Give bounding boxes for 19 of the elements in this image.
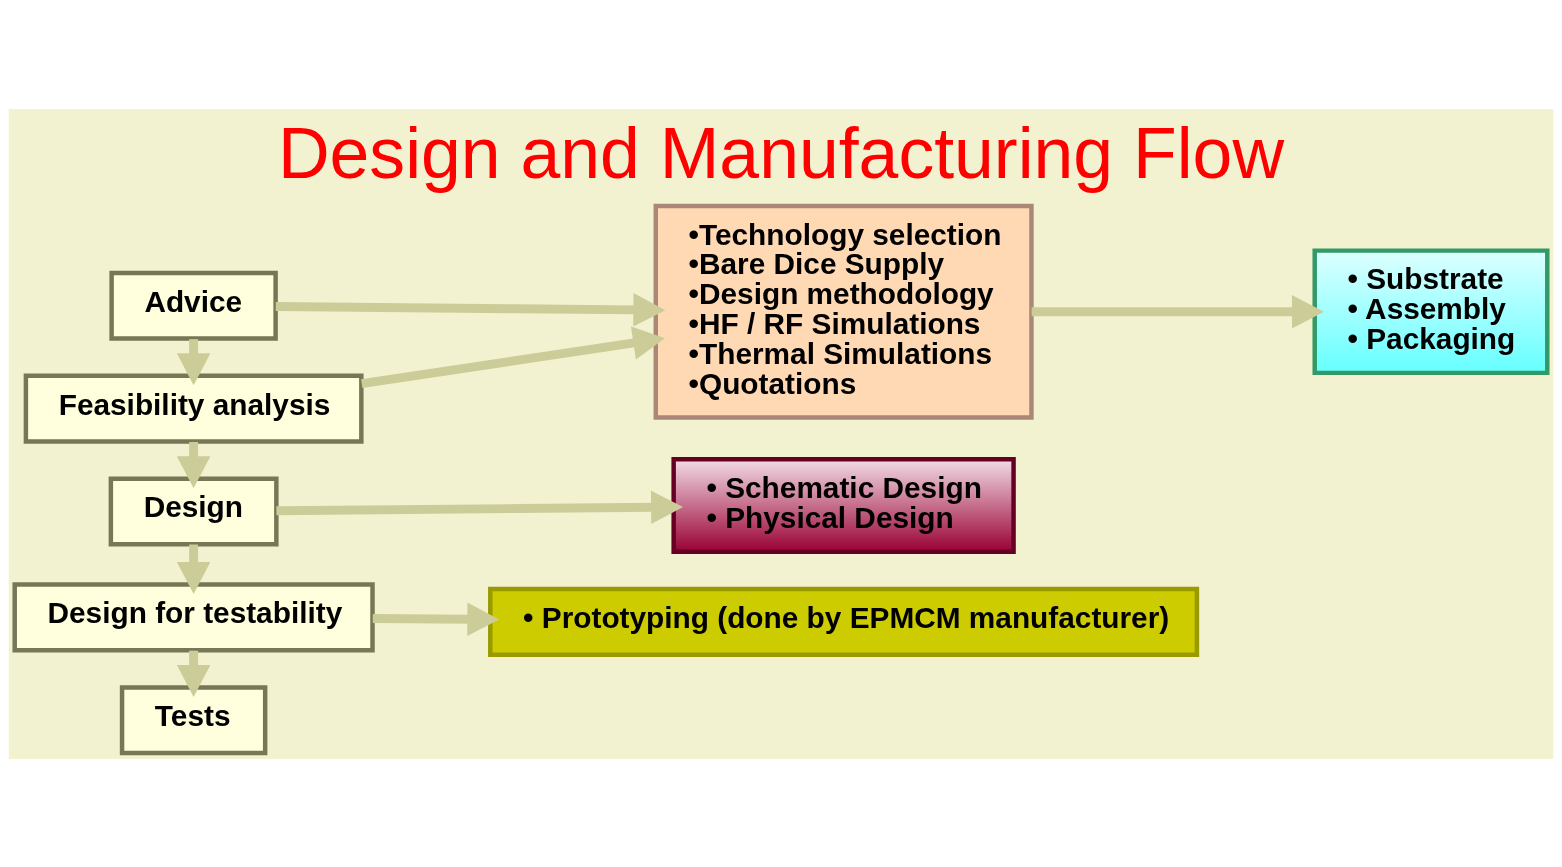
arrow [176, 441, 211, 488]
node-box: Design for testability [12, 581, 375, 652]
arrow [276, 490, 684, 524]
node-box: Feasibility analysis [23, 373, 364, 444]
arrow [176, 338, 211, 385]
node-box: • Schematic Design • Physical Design [671, 456, 1016, 554]
arrow [1031, 294, 1324, 329]
arrow [176, 650, 211, 697]
diagram-title: Design and Manufacturing Flow [277, 112, 1285, 193]
node-box: Tests [119, 684, 268, 755]
node-box: Design [108, 476, 279, 547]
node-box: • Substrate • Assembly • Packaging [1312, 247, 1550, 375]
arrow [176, 544, 211, 594]
arrow [275, 292, 666, 327]
arrow [372, 601, 500, 636]
node-box: •Technology selection •Bare Dice Supply •Design methodology •HF / RF Simulations •Thermal Simulations •Quotations [653, 203, 1034, 420]
node-box: Advice [109, 270, 278, 341]
node-box: • Prototyping (done by EPMCM manufacturer) [488, 586, 1200, 657]
arrow [361, 325, 666, 388]
